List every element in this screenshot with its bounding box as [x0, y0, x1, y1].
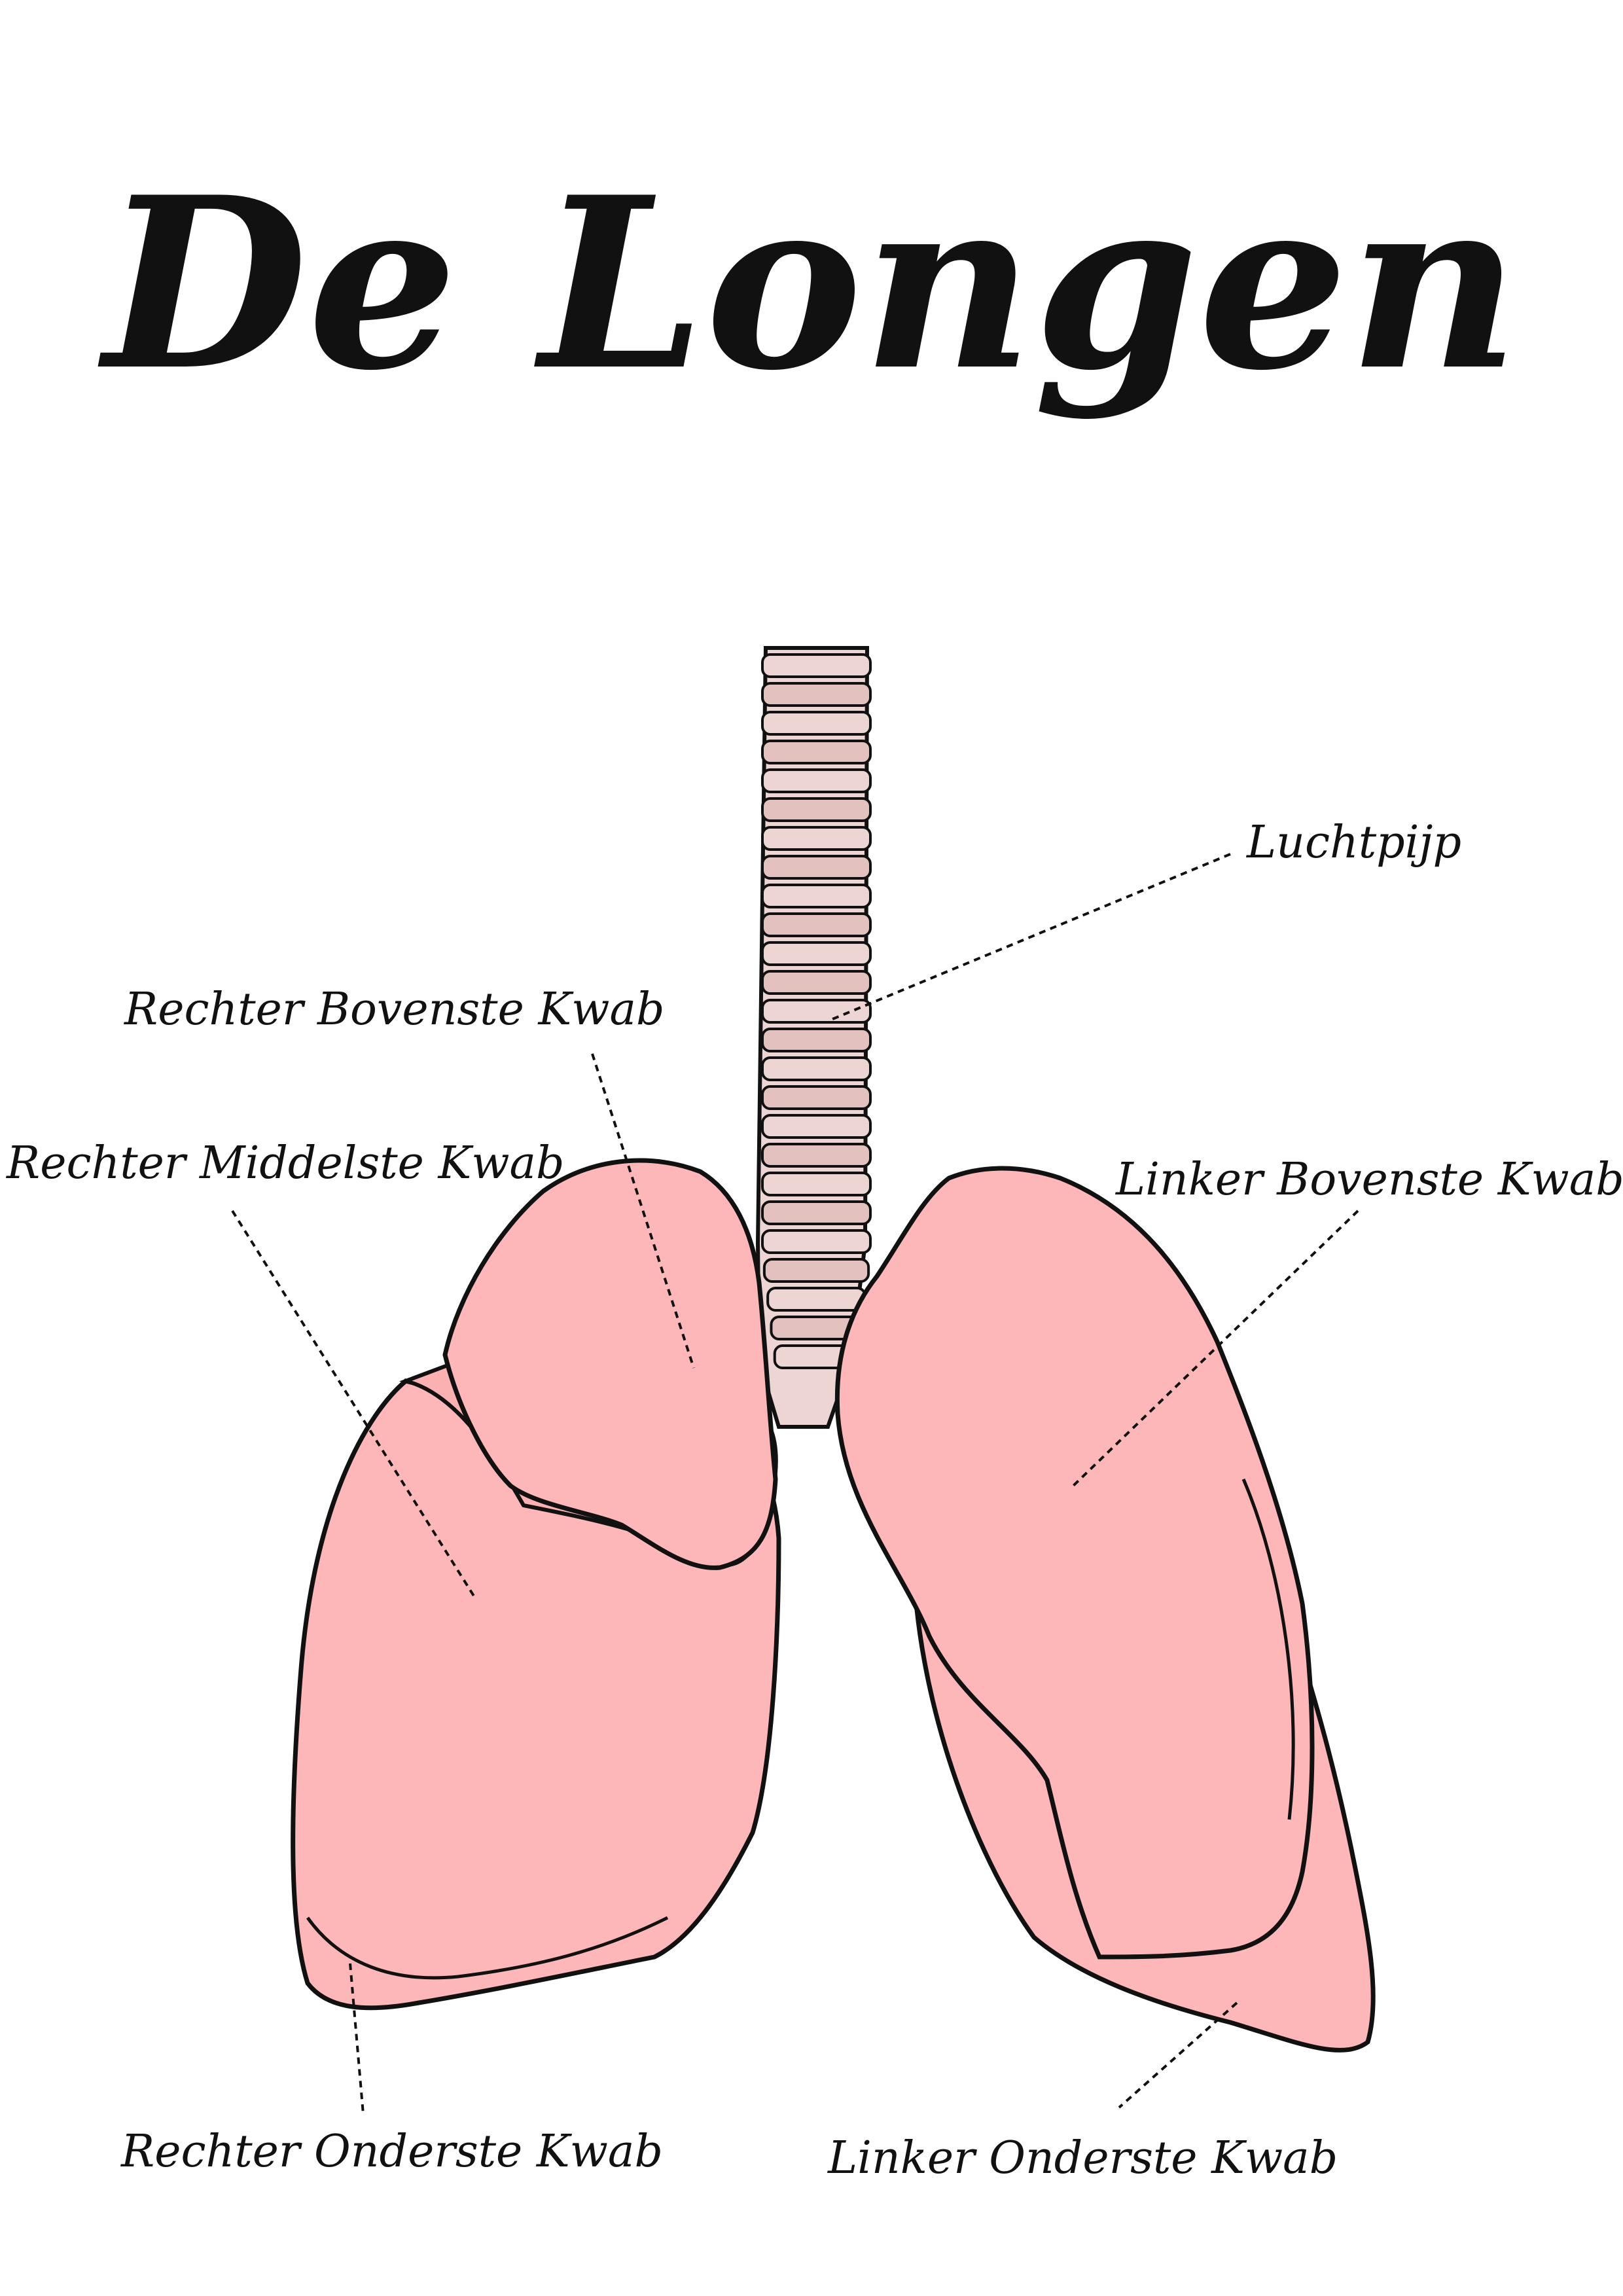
trachea-ring — [761, 1085, 872, 1110]
right-upper-lobe — [442, 1158, 778, 1570]
label-right-middle-lobe: Rechter Middelste Kwab — [5, 1138, 565, 1189]
trachea-ring — [761, 768, 872, 793]
label-left-upper-lobe: Linker Bovenste Kwab — [1115, 1154, 1623, 1206]
leader-right-upper — [591, 1053, 695, 1369]
label-left-lower-lobe: Linker Onderste Kwab — [827, 2132, 1338, 2184]
left-lung — [834, 1166, 1376, 2053]
trachea-ring — [761, 653, 872, 678]
trachea-ring — [762, 1258, 870, 1283]
trachea-ring — [761, 999, 872, 1024]
left-upper-lobe — [834, 1166, 1315, 1960]
trachea-ring — [761, 1056, 872, 1081]
trachea-ring — [761, 1143, 872, 1168]
trachea-ring — [761, 1229, 872, 1254]
trachea-ring — [761, 970, 872, 995]
trachea-ring — [761, 884, 872, 908]
right-lung — [291, 1158, 781, 2011]
trachea-ring — [766, 1287, 866, 1312]
left-lung-fissure — [1241, 1479, 1295, 1820]
leader-lines — [231, 853, 1359, 2115]
trachea-ring — [761, 1028, 872, 1052]
trachea-ring — [761, 855, 872, 880]
page-title: De Longen — [96, 145, 1520, 422]
trachea-ring — [761, 826, 872, 851]
trachea-ring — [761, 797, 872, 822]
leader-right-middle — [231, 1210, 476, 1598]
leader-right-lower — [349, 1963, 365, 2115]
trachea-ring — [761, 912, 872, 937]
trachea-ring — [761, 1172, 872, 1196]
trachea-ring — [761, 941, 872, 966]
right-lower-fold — [306, 1916, 669, 1980]
label-trachea: Luchtpijp — [1245, 817, 1461, 869]
label-right-lower-lobe: Rechter Onderste Kwab — [120, 2126, 663, 2178]
trachea-rings — [761, 653, 872, 1369]
trachea-ring — [761, 682, 872, 707]
label-right-upper-lobe: Rechter Bovenste Kwab — [123, 984, 665, 1035]
trachea-ring — [761, 740, 872, 764]
trachea — [755, 646, 872, 1429]
trachea-ring — [761, 1200, 872, 1225]
trachea-ring — [761, 711, 872, 736]
leader-trachea — [827, 853, 1231, 1022]
leader-left-lower — [1118, 2001, 1238, 2109]
trachea-ring — [761, 1114, 872, 1139]
